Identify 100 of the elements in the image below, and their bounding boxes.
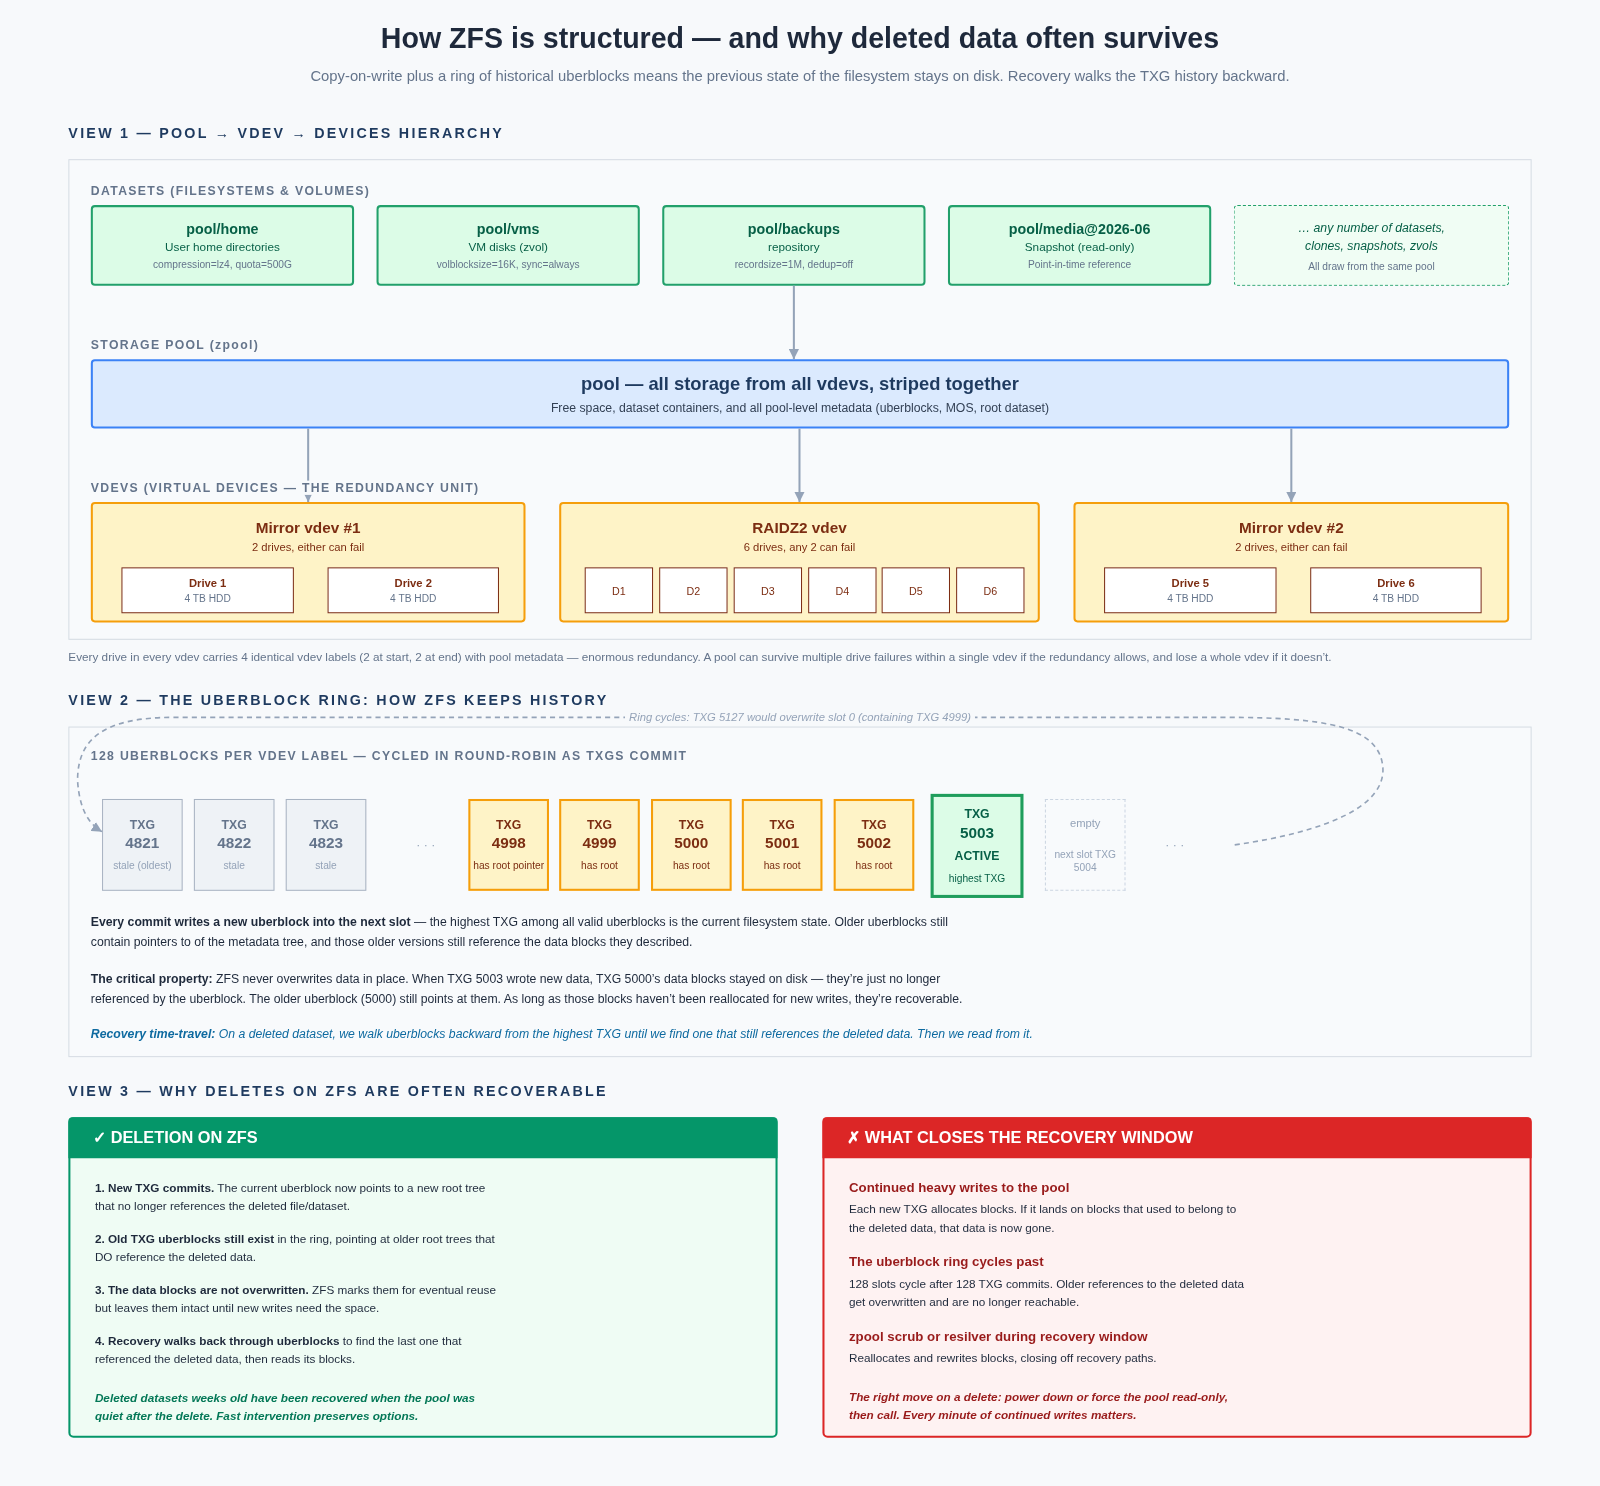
txg-number: 5000 xyxy=(674,833,709,851)
numbered-paragraph: 1. New TXG commits. The current uberblock now points to a new root tree that no longer references the deleted file/dataset. xyxy=(94,1180,487,1215)
disk-name: D1 xyxy=(612,584,626,597)
drive-capacity: 4 TB HDD xyxy=(1372,592,1420,605)
uberblock-slot xyxy=(102,799,183,891)
txg-label: TXG xyxy=(678,817,704,832)
active-status: ACTIVE xyxy=(954,849,1000,864)
card-subheading: zpool scrub or resilver during recovery window xyxy=(849,1327,1149,1346)
txg-number: 4821 xyxy=(125,833,160,851)
uberblock-slot xyxy=(285,799,367,891)
pool-box xyxy=(90,359,1510,429)
dataset-box xyxy=(662,205,926,286)
card-paragraph: Each new TXG allocates blocks. If it lands on blocks that used to belong to the deleted data, that data is now gone. xyxy=(849,1202,1238,1236)
txg-number: 5001 xyxy=(765,833,800,851)
disk-name: D5 xyxy=(908,584,923,597)
paragraph: The critical property: ZFS never overwrites data in place. When TXG 5003 wrote new data, TXG 5000’s data blocks stayed on disk — they’re just no longer referenced by the uberblock. The older uberblock (5000) still points at them. As long as those blocks haven’t been reallocated for new writes, they’re recoverable. xyxy=(90,970,964,1009)
txg-number: 5003 xyxy=(960,823,995,841)
drive-box xyxy=(1104,567,1277,614)
txg-label: TXG xyxy=(861,817,887,832)
drive-capacity: 4 TB HDD xyxy=(390,592,437,605)
txg-label: TXG xyxy=(769,817,795,832)
txg-label: TXG xyxy=(313,817,339,832)
drive-box xyxy=(1310,567,1482,614)
slot-status: stale (oldest) xyxy=(113,859,172,873)
slot-status: stale xyxy=(315,859,337,873)
vdev-description: 2 drives, either can fail xyxy=(1235,540,1348,554)
pool-title: pool — all storage from all vdevs, striped together xyxy=(581,372,1019,395)
dashed-box xyxy=(1233,205,1510,286)
paragraph: Every commit writes a new uberblock into the next slot — the highest TXG among all valid uberblocks is the current filesystem state. Older uberblocks still contain pointers to of the metadata tree, and those older versions still reference the data blocks they described. xyxy=(90,913,950,951)
drive-box xyxy=(327,567,499,614)
dataset-box xyxy=(376,205,640,286)
card-header: ✗ WHAT CLOSES THE RECOVERY WINDOW xyxy=(822,1117,1532,1159)
uberblock-slot xyxy=(741,799,823,891)
section-heading: VIEW 3 — WHY DELETES ON ZFS ARE OFTEN RECOVERABLE xyxy=(68,1082,608,1099)
drive-name: Drive 5 xyxy=(1171,576,1209,589)
disk-name: D2 xyxy=(686,584,701,597)
card-note: Deleted datasets weeks old have been recovered when the pool was quiet after the delete. Fast intervention preserves options. xyxy=(94,1390,477,1425)
dataset-properties: All draw from the same pool xyxy=(1308,261,1435,273)
uberblock-slot xyxy=(833,799,915,891)
vdev-box xyxy=(90,502,526,623)
drive-name: Drive 2 xyxy=(394,576,432,589)
dataset-name: pool/vms xyxy=(476,220,540,237)
arrow xyxy=(1286,428,1297,503)
slot-status: has root xyxy=(581,859,618,873)
vdev-description: 2 drives, either can fail xyxy=(252,540,365,554)
diagram-subtitle: Copy-on-write plus a ring of historical uberblocks means the previous state of the filesystem stays on disk. Recovery walks the TXG history backward. xyxy=(309,67,1291,84)
dataset-properties: compression=lz4, quota=500G xyxy=(152,259,292,271)
dataset-description: User home directories xyxy=(165,240,280,254)
vdev-title: Mirror vdev #2 xyxy=(1239,518,1344,536)
uberblock-slot xyxy=(193,799,275,891)
uberblock-slot xyxy=(559,799,640,891)
ellipsis: · · · xyxy=(1165,837,1185,853)
dataset-box xyxy=(947,205,1212,286)
drive-capacity: 4 TB HDD xyxy=(184,592,231,605)
txg-number: 5002 xyxy=(856,833,891,851)
arrow xyxy=(303,428,314,503)
dataset-name: pool/home xyxy=(186,220,259,237)
txg-label: TXG xyxy=(586,817,613,832)
drive-box xyxy=(121,567,294,614)
ellipsis: · · · xyxy=(416,837,436,853)
txg-number: 4998 xyxy=(491,833,526,851)
pool-description: Free space, dataset containers, and all pool-level metadata (uberblocks, MOS, root dataset) xyxy=(550,400,1050,415)
edge-label: Ring cycles: TXG 5127 would overwrite slot 0 (containing TXG 4999) xyxy=(625,711,975,724)
dataset-name: pool/backups xyxy=(747,220,840,237)
txg-number: 4822 xyxy=(217,833,252,851)
card-subheading: Continued heavy writes to the pool xyxy=(849,1178,1071,1197)
disk-name: D4 xyxy=(835,584,850,597)
arrow xyxy=(788,285,799,360)
slot-status: has root xyxy=(763,859,801,873)
footnote: Every drive in every vdev carries 4 identical vdev labels (2 at start, 2 at end) with pool metadata — enormous redundancy. A pool can survive multiple drive failures within a single vdev if the redundancy allows, and lose a whole vdev if it doesn’t. xyxy=(68,651,1332,664)
numbered-paragraph: 2. Old TXG uberblocks still exist in the ring, pointing at older root trees that DO reference the deleted data. xyxy=(94,1231,496,1266)
dataset-name: pool/media@2026-06 xyxy=(1008,220,1151,237)
slot-status: next slot TXG 5004 xyxy=(1053,847,1117,874)
section-heading: VIEW 2 — THE UBERBLOCK RING: HOW ZFS KEEPS HISTORY xyxy=(68,691,609,709)
vdev-title: RAIDZ2 vdev xyxy=(752,518,847,536)
dataset-box xyxy=(90,205,355,286)
disk-name: D3 xyxy=(761,584,775,597)
dataset-properties: Point-in-time reference xyxy=(1028,259,1132,271)
disk-name: D6 xyxy=(983,584,998,597)
slot-status: empty xyxy=(1069,815,1101,830)
card-subheading: The uberblock ring cycles past xyxy=(849,1253,1045,1272)
card-paragraph: 128 slots cycle after 128 TXG commits. Older references to the deleted data get overwritten and are no longer reachable. xyxy=(849,1276,1246,1311)
slot-status: has root xyxy=(672,859,710,873)
dataset-properties: volblocksize=16K, sync=always xyxy=(436,259,580,271)
dataset-properties: recordsize=1M, dedup=off xyxy=(734,259,854,271)
card-paragraph: Reallocates and rewrites blocks, closing off recovery paths. xyxy=(849,1351,1158,1367)
dataset-description: Snapshot (read-only) xyxy=(1024,240,1135,254)
drive-capacity: 4 TB HDD xyxy=(1167,592,1214,605)
txg-label: TXG xyxy=(221,817,247,832)
callout-paragraph: Recovery time-travel: On a deleted dataset, we walk uberblocks backward from the highest TXG until we find one that still references the deleted data. Then we read from it. xyxy=(90,1025,1033,1043)
txg-label: TXG xyxy=(496,817,522,832)
card-header: ✓ DELETION ON ZFS xyxy=(68,1117,778,1159)
dataset-note: … any number of datasets, clones, snapshots, zvols xyxy=(1296,219,1446,256)
slot-status: highest TXG xyxy=(948,871,1006,885)
txg-number: 4999 xyxy=(582,833,617,851)
numbered-paragraph: 3. The data blocks are not overwritten. ZFS marks them for eventual reuse but leaves them intact until new writes need the space. xyxy=(94,1282,497,1317)
dataset-description: repository xyxy=(768,240,820,254)
vdev-box xyxy=(559,502,1040,623)
slot-status: stale xyxy=(223,859,245,873)
info-card xyxy=(68,1117,778,1438)
